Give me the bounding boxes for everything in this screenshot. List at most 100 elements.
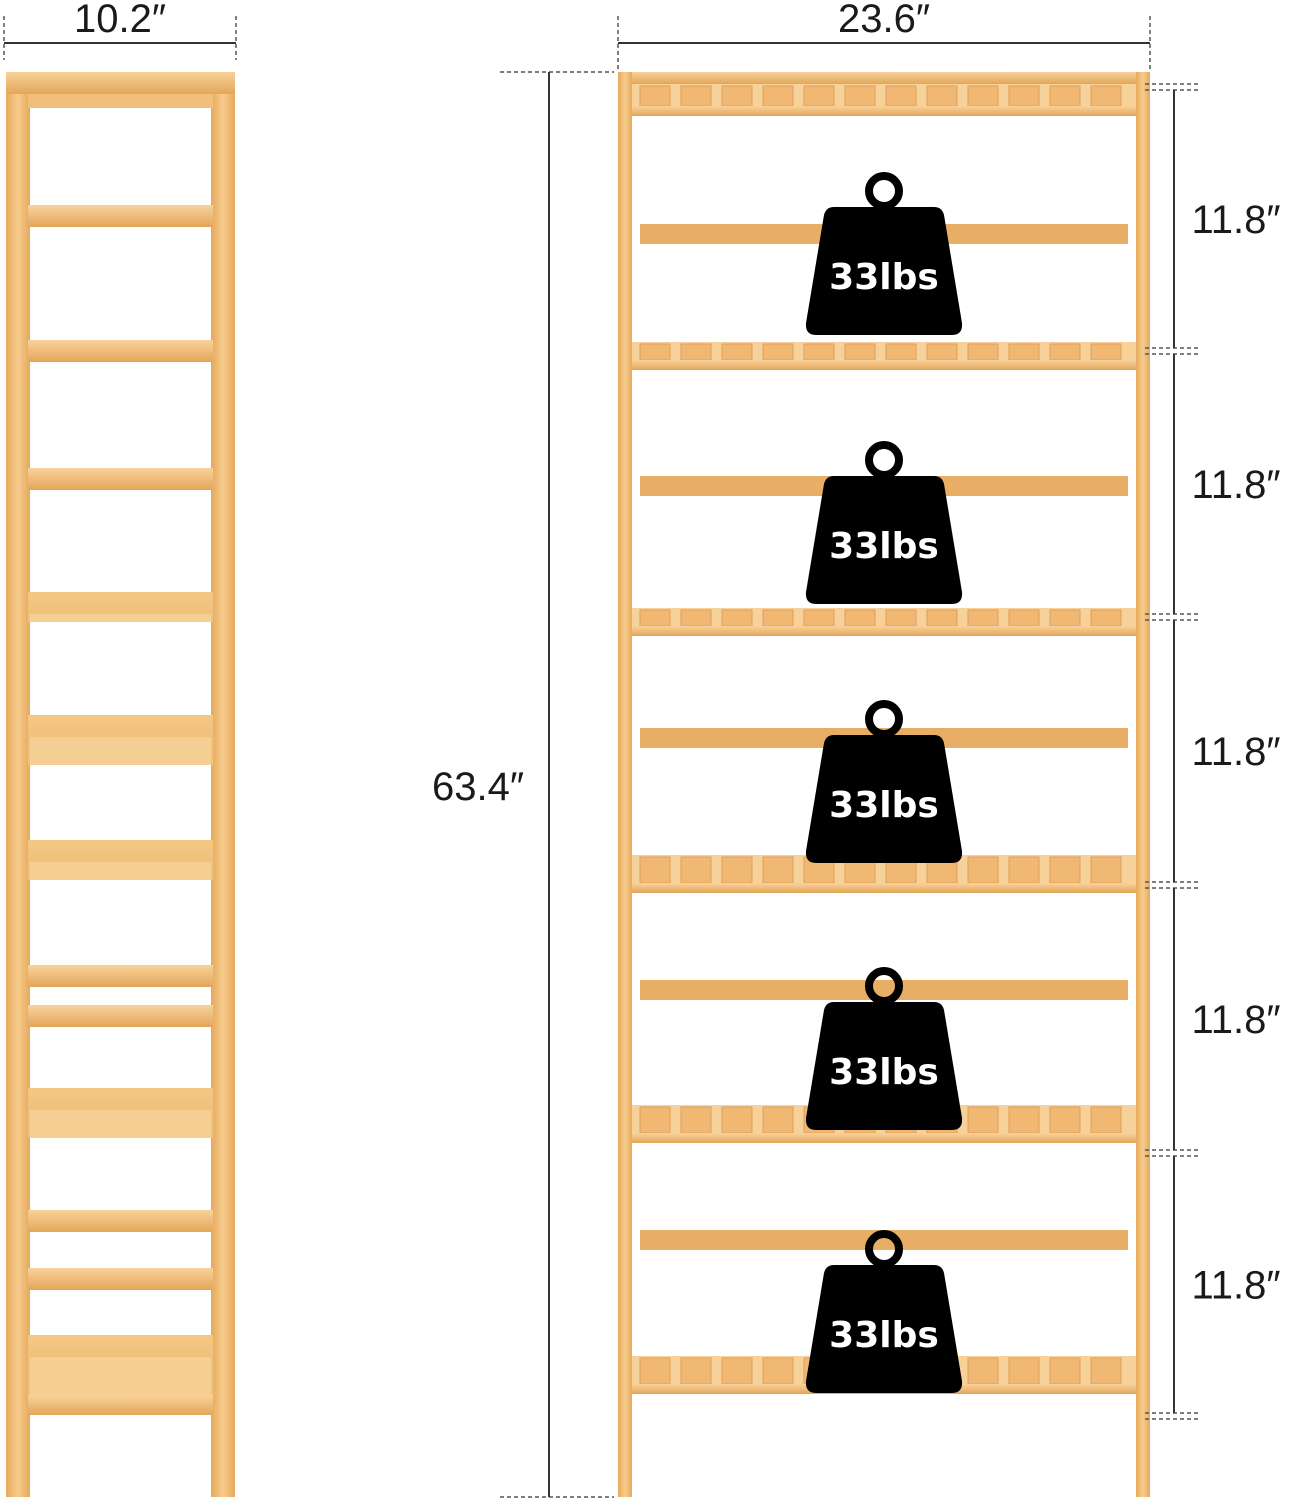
shelf-slat [885,85,917,107]
shelf-front-rail [632,1133,1136,1143]
shelf-slat [680,1357,712,1385]
shelf-slat [844,609,876,627]
shelf-slat [639,856,671,884]
shelf-slat [926,343,958,361]
shelf-slat [762,343,794,361]
shelf-slat [762,1106,794,1134]
shelf-slat [1049,856,1081,884]
shelf-slat [844,85,876,107]
depth-label: 10.2″ [74,0,166,41]
shelf-slat [721,1357,753,1385]
weight-handle [865,1230,903,1268]
shelf-slat [926,85,958,107]
shelf-slat [762,609,794,627]
shelf-slat [721,85,753,107]
shelf-slat [721,856,753,884]
weight-label: 33lbs [829,1052,939,1093]
tier-spacing-label: 11.8″ [1191,730,1280,774]
shelf-slat [967,856,999,884]
weight-handle [865,700,903,738]
weight-body [805,476,963,604]
shelf-front-rail [632,106,1136,116]
side-shelf-panel [28,1088,213,1138]
back-support-rail [640,980,1128,1000]
shelf-slat [680,856,712,884]
side-rail [28,1210,213,1232]
shelf-slat [680,1106,712,1134]
shelf-slat [803,85,835,107]
weight-label: 33lbs [829,785,939,826]
shelf-slat [1090,1106,1122,1134]
side-rail [28,1005,213,1027]
shelf-slat [1049,609,1081,627]
shelf-front-rail [632,626,1136,636]
shelf-tier [632,608,1136,636]
side-rail [28,468,213,490]
shelf-slat [1008,1106,1040,1134]
shelf-slat [639,609,671,627]
shelf-slat [844,343,876,361]
shelf-slat [639,1357,671,1385]
shelf-slat [1049,1357,1081,1385]
shelf-slat [721,343,753,361]
tier-spacing-label: 11.8″ [1191,998,1280,1042]
weight-icon: 33lbs [805,172,963,335]
shelf-slat [1049,343,1081,361]
height-label: 63.4″ [432,765,524,809]
side-top-slat [28,94,213,108]
width-label: 23.6″ [838,0,930,41]
side-shelf-panel [28,840,213,880]
tier-spacing-label: 11.8″ [1191,198,1280,242]
shelf-slat [885,343,917,361]
shelf-slat [762,85,794,107]
side-rail [28,965,213,987]
shelf-slat [1090,856,1122,884]
side-bottom-rail [28,1395,213,1415]
side-rail [28,340,213,362]
side-front-leg [6,72,30,1497]
weight-body [805,1002,963,1130]
side-rails [28,205,213,1415]
tier-spacing-dimensions: 11.8″ 11.8″ 11.8″ 11.8″ 11.8″ [1145,83,1281,1420]
width-dimension: 23.6″ [617,0,1151,70]
front-right-leg [1136,72,1150,1497]
side-view-shelf: 10.2″ [3,0,237,1497]
front-view-shelf: 23.6″ 63.4″ 11.8″ 11.8″ 11.8″ 11.8″ 11.8″ 33… [432,0,1281,1498]
shelf-slat [639,1106,671,1134]
shelf-slat [967,609,999,627]
weight-body [805,735,963,863]
shelf-slat [803,343,835,361]
shelf-tier [632,342,1136,370]
weight-handle [865,172,903,210]
shelf-front-rail [632,883,1136,893]
tier-spacing-label: 11.8″ [1191,1264,1280,1308]
shelf-tier [632,84,1136,116]
tier-spacing-label: 11.8″ [1191,463,1280,507]
shelf-slat [926,609,958,627]
shelf-slat [1049,1106,1081,1134]
weight-body [805,1265,963,1393]
front-left-leg [618,72,632,1497]
side-rail [28,1268,213,1290]
shelf-slat [762,856,794,884]
shelf-slat [1090,609,1122,627]
weight-icon: 33lbs [805,700,963,863]
shelf-slat [639,85,671,107]
shelf-slat [967,1357,999,1385]
shelf-slat [680,609,712,627]
shelf-slat [680,85,712,107]
weight-label: 33lbs [829,257,939,298]
shelf-slat [967,85,999,107]
shelf-front-rail [632,360,1136,370]
side-back-leg [211,72,235,1497]
back-support-rail [640,1230,1128,1250]
side-shelf-panel [28,715,213,765]
weight-icon: 33lbs [805,1230,963,1393]
weight-icon: 33lbs [805,967,963,1130]
height-dimension: 63.4″ [432,71,614,1498]
side-shelf-panel [28,592,213,622]
front-top-edge [632,72,1136,84]
shelf-slat [1008,343,1040,361]
